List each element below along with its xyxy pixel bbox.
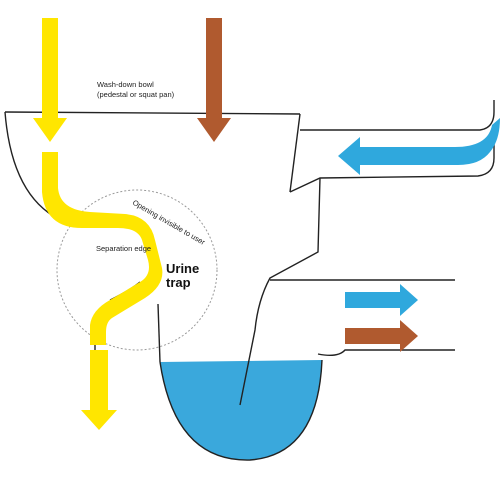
urine-path-s-curve: [42, 152, 163, 345]
bowl-label-line1: Wash-down bowl: [97, 80, 154, 89]
urine-trap-label-line1: Urine: [166, 261, 199, 276]
highlight-circle: [56, 189, 218, 351]
bowl-label-line2: (pedestal or squat pan): [97, 90, 175, 99]
urine-arrow-bottom: [81, 350, 117, 430]
flush-water-arrow-out: [345, 284, 418, 316]
urine-flow: [33, 18, 163, 430]
urine-trap-label-line2: trap: [166, 275, 191, 290]
urine-arrow-top: [33, 18, 67, 142]
trap-water: [160, 360, 322, 461]
separation-edge-label: Separation edge: [96, 244, 151, 253]
feces-arrow-out: [345, 320, 418, 352]
flush-water-arrow-in: [338, 118, 500, 175]
feces-arrow-in: [197, 18, 231, 142]
